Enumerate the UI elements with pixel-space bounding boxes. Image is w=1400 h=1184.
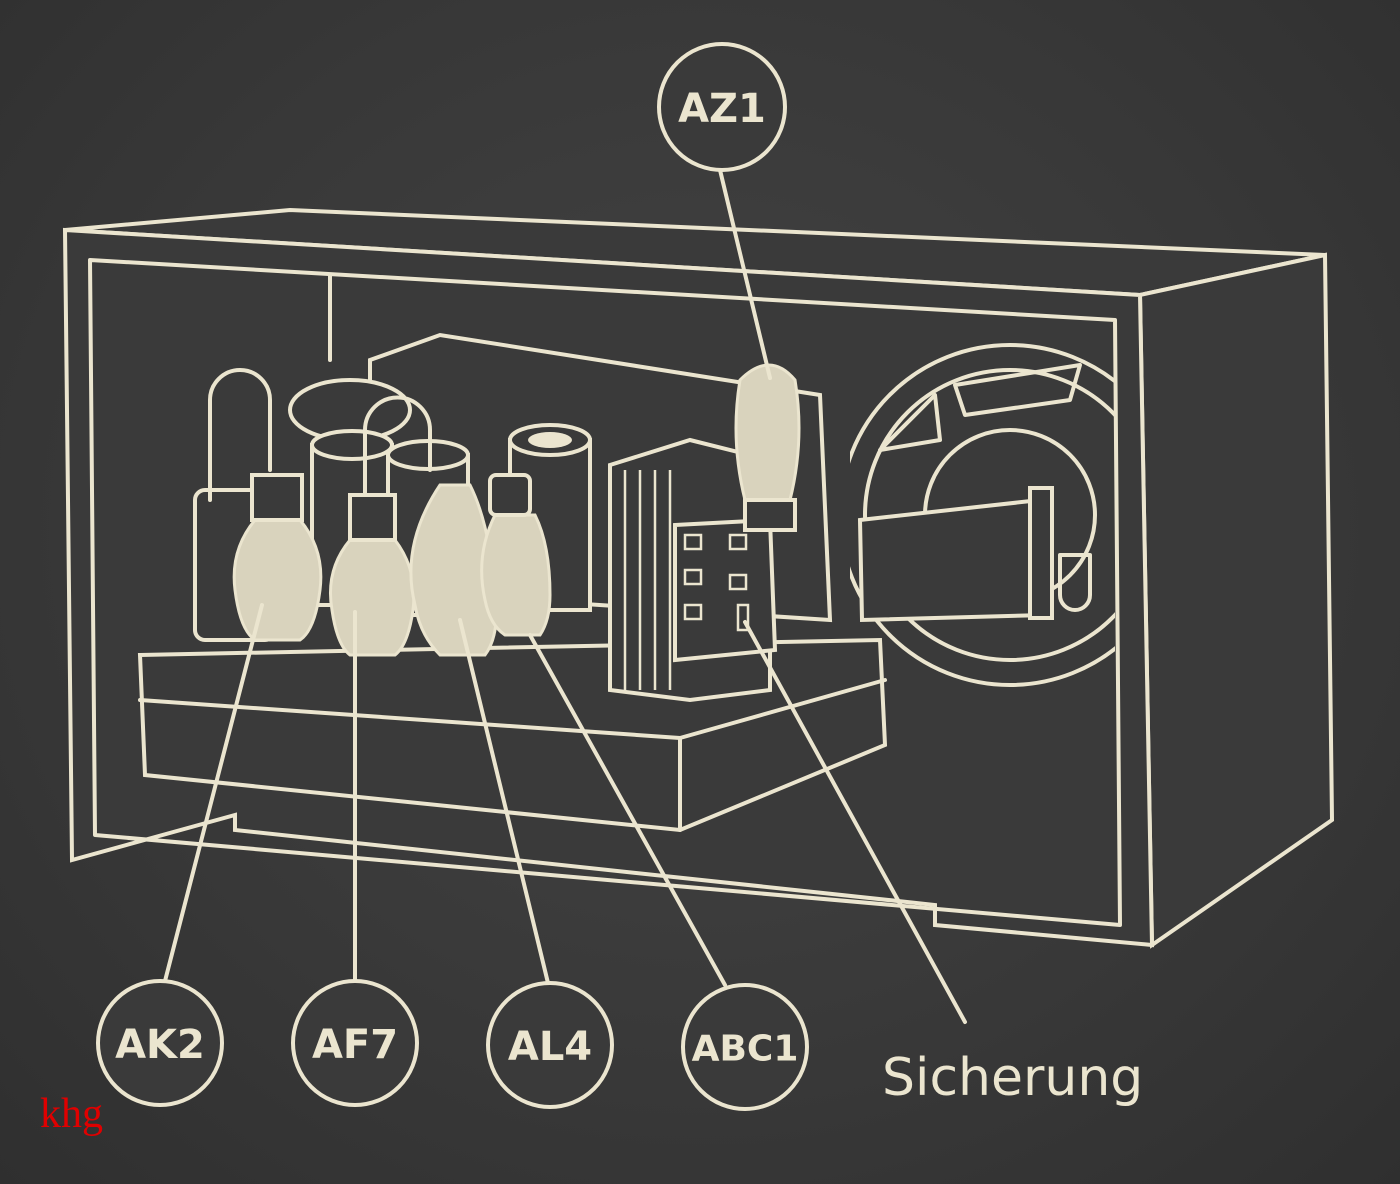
- svg-text:AL4: AL4: [508, 1024, 592, 1070]
- svg-text:AZ1: AZ1: [678, 86, 766, 132]
- tube-ak2: [232, 518, 323, 642]
- tube-label-az1: AZ1: [657, 42, 787, 172]
- fuse-label: Sicherung: [882, 1048, 1143, 1108]
- tube-label-af7: AF7: [291, 979, 419, 1107]
- tube-label-abc1: ABC1: [681, 983, 809, 1111]
- tube-af7: [328, 538, 416, 657]
- svg-text:AK2: AK2: [115, 1022, 205, 1068]
- cabinet-inner-frame: [88, 258, 1122, 927]
- svg-text:ABC1: ABC1: [692, 1029, 799, 1070]
- tube-label-ak2: AK2: [96, 979, 224, 1107]
- fuse-panel: [673, 517, 778, 663]
- tube-abc1: [480, 513, 552, 637]
- cabinet-side: [1137, 252, 1335, 949]
- tube-label-al4: AL4: [486, 981, 614, 1109]
- watermark: khg: [40, 1091, 103, 1137]
- svg-text:AF7: AF7: [312, 1022, 398, 1068]
- tube-az1: [734, 363, 801, 502]
- leader-lines: [163, 168, 967, 1024]
- tubes: [232, 363, 801, 657]
- speaker: [850, 343, 1115, 687]
